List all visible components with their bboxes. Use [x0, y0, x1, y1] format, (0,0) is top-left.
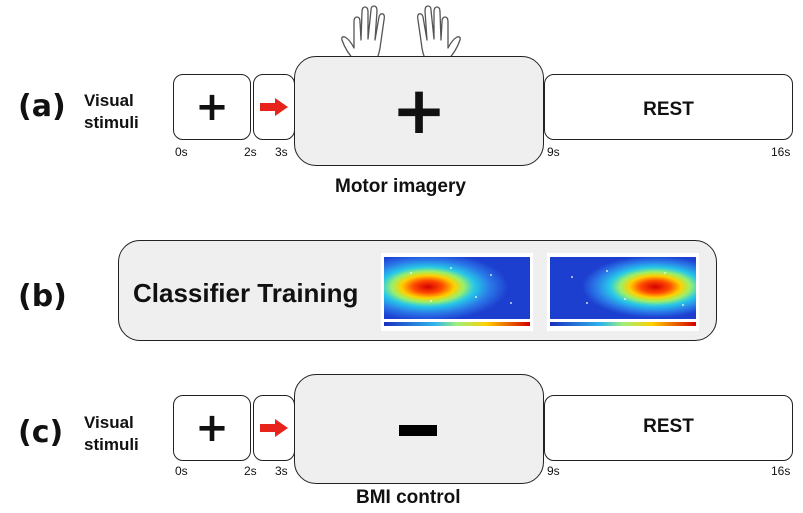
bmi-control-box — [294, 374, 544, 484]
classifier-training-title: Classifier Training — [133, 278, 359, 308]
cue-box-a — [253, 74, 295, 140]
tick-c-9s: 9s — [547, 464, 560, 478]
tick-c-2s: 2s — [244, 464, 257, 478]
rest-label-c: REST — [643, 416, 694, 437]
panel-c-stimuli-label: Visual stimuli — [84, 412, 139, 456]
tick-a-9s: 9s — [547, 145, 560, 159]
classifier-training-box: Classifier Training — [118, 240, 717, 341]
panel-c-label: (c) — [18, 415, 64, 450]
motor-imagery-caption: Motor imagery — [335, 176, 466, 197]
red-arrow-icon — [260, 419, 288, 437]
panel-a-label: (a) — [18, 89, 66, 124]
panel-b-label: (b) — [18, 279, 67, 314]
stimuli-label-line2: stimuli — [84, 435, 139, 454]
fixation-cross-c: + — [195, 405, 229, 451]
bmi-control-caption: BMI control — [356, 487, 461, 508]
panel-a-stimuli-label: Visual stimuli — [84, 90, 139, 134]
topomap-right-icon — [547, 253, 699, 331]
rest-box-a: REST — [544, 74, 793, 140]
stimuli-label-line1: Visual — [84, 91, 134, 110]
tick-a-3s: 3s — [275, 145, 288, 159]
red-arrow-icon — [260, 98, 288, 116]
tick-c-16s: 16s — [771, 464, 791, 478]
cue-box-c — [253, 395, 295, 461]
tick-c-3s: 3s — [275, 464, 288, 478]
tick-a-0s: 0s — [175, 145, 188, 159]
stimuli-label-line2: stimuli — [84, 113, 139, 132]
rest-box-c: REST — [544, 395, 793, 461]
imagery-cross: + — [391, 72, 447, 149]
stimuli-label-line1: Visual — [84, 413, 134, 432]
topomap-left-icon — [381, 253, 533, 331]
fixation-box-a: + — [173, 74, 251, 140]
minus-bar-icon — [399, 425, 437, 436]
motor-imagery-box: + — [294, 56, 544, 166]
rest-label-a: REST — [643, 99, 694, 120]
tick-a-16s: 16s — [771, 145, 791, 159]
tick-c-0s: 0s — [175, 464, 188, 478]
fixation-cross-a: + — [195, 84, 229, 130]
fixation-box-c: + — [173, 395, 251, 461]
tick-a-2s: 2s — [244, 145, 257, 159]
